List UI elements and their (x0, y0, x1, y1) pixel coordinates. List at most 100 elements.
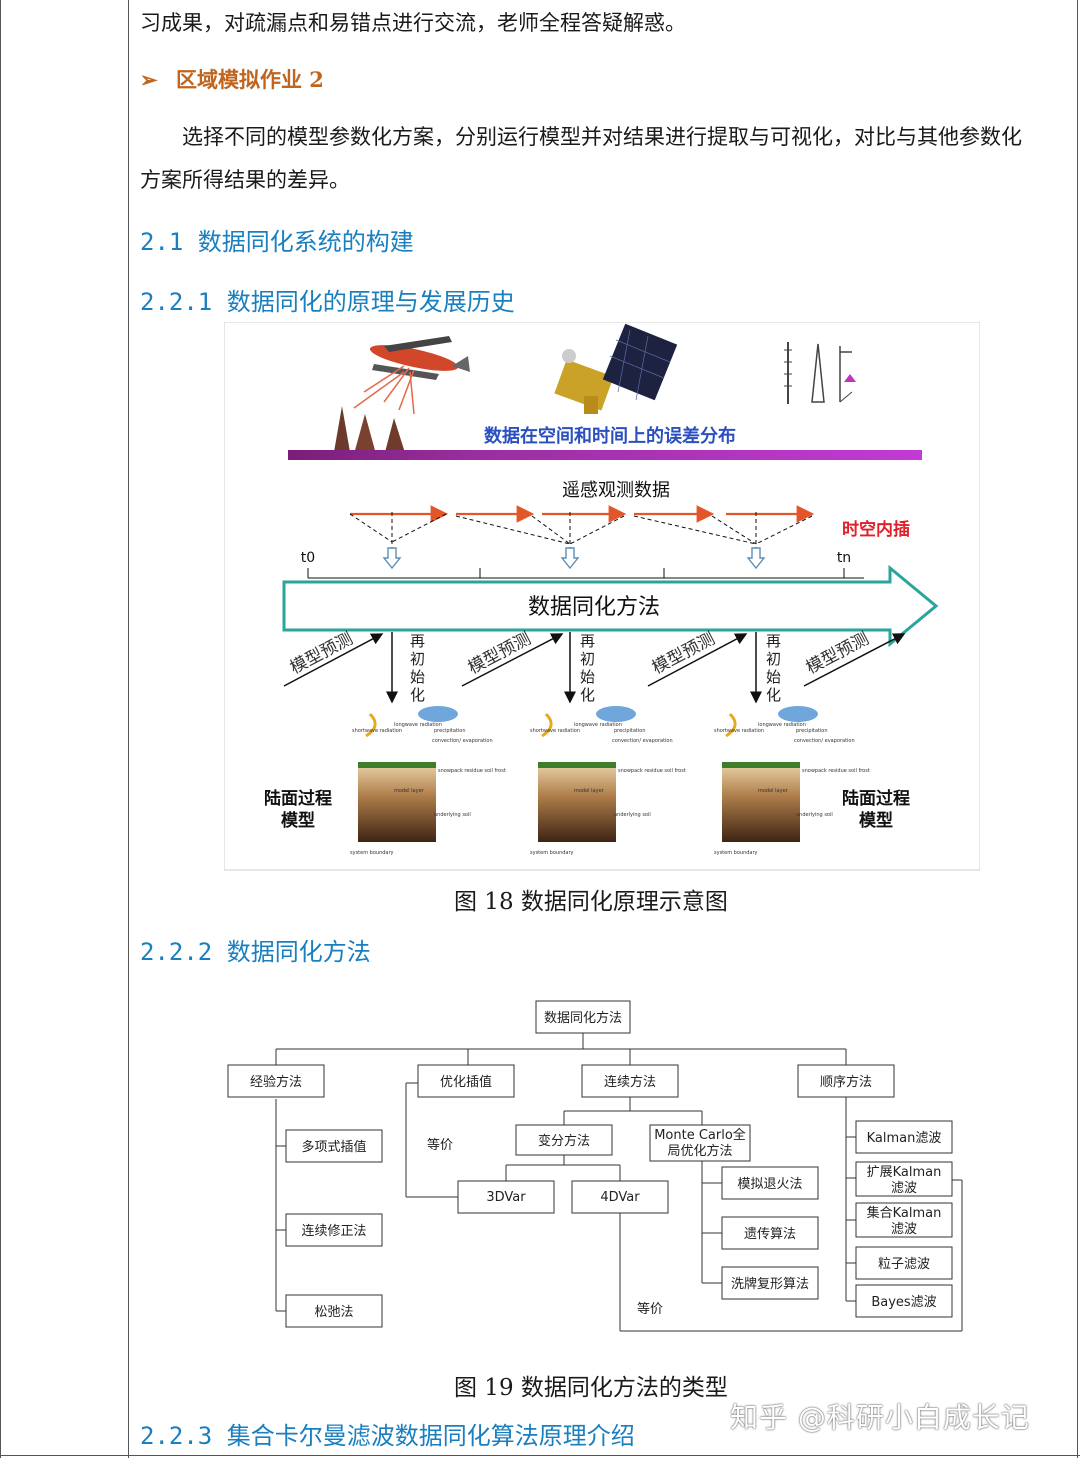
svg-text:初: 初 (766, 650, 781, 668)
svg-text:始: 始 (580, 668, 595, 686)
svg-text:longwave radiation: longwave radiation (574, 722, 622, 728)
label-relax: 松弛法 (314, 1305, 353, 1320)
svg-text:longwave radiation: longwave radiation (394, 722, 442, 728)
label-root: 数据同化方法 (544, 1010, 622, 1026)
error-distribution-label: 数据在空间和时间上的误差分布 (484, 425, 736, 447)
figure-19-diagram: 数据同化方法 经验方法 优化插值 连续方法 顺序方法 多项式插值 连续修正法 松… (227, 1000, 963, 1332)
label-ens-kalman-1: 集合Kalman (867, 1205, 942, 1221)
label-sequential: 顺序方法 (820, 1074, 872, 1090)
figure-19-caption: 图 19 数据同化方法的类型 (454, 1375, 728, 1401)
svg-text:化: 化 (766, 686, 781, 704)
label-shuffle: 洗牌复形算法 (731, 1276, 809, 1292)
box-empirical (227, 1064, 325, 1098)
svg-text:再: 再 (766, 632, 781, 650)
label-continuous: 连续方法 (604, 1074, 656, 1090)
box-opt-interp (417, 1064, 515, 1098)
box-root (535, 1000, 631, 1034)
label-empirical: 经验方法 (250, 1074, 302, 1090)
airplane-icon (353, 336, 470, 415)
predict-arrows (283, 633, 906, 687)
box-sequential (797, 1064, 895, 1098)
page-border-left (0, 0, 1, 1458)
svg-text:convection/ evaporation: convection/ evaporation (432, 738, 493, 744)
box-particle (855, 1246, 953, 1280)
label-4dvar: 4DVar (600, 1190, 640, 1205)
label-genetic: 遗传算法 (744, 1227, 796, 1242)
svg-text:precipitation: precipitation (614, 728, 646, 734)
method-arrow (282, 564, 939, 648)
page-border-right (1077, 0, 1078, 1458)
lsm-panel-2: shortwave radiation longwave radiation p… (530, 706, 686, 856)
box-ext-kalman (855, 1161, 953, 1197)
label-ens-kalman-2: 滤波 (891, 1222, 917, 1237)
label-anneal: 模拟退火法 (737, 1177, 802, 1192)
svg-text:始: 始 (766, 668, 781, 686)
svg-text:始: 始 (410, 668, 425, 686)
box-bayes (855, 1284, 953, 1318)
box-shuffle (721, 1266, 819, 1300)
label-poly: 多项式插值 (301, 1139, 366, 1155)
label-monte-carlo-2: 局优化方法 (667, 1143, 732, 1159)
box-poly (285, 1129, 383, 1163)
svg-text:snowpack residue soil frost: snowpack residue soil frost (618, 768, 686, 774)
box-genetic (721, 1216, 819, 1250)
label-3dvar: 3DVar (486, 1190, 526, 1205)
label-equiv-1: 等价 (427, 1137, 453, 1153)
label-particle: 粒子滤波 (878, 1257, 930, 1272)
lsm-label-right-1: 陆面过程 (842, 789, 910, 809)
svg-text:longwave radiation: longwave radiation (758, 722, 806, 728)
box-ens-kalman (855, 1202, 953, 1238)
label-ext-kalman-1: 扩展Kalman (867, 1165, 942, 1180)
label-correction: 连续修正法 (301, 1223, 366, 1239)
label-opt-interp: 优化插值 (440, 1074, 492, 1090)
lsm-label-right-2: 模型 (859, 810, 893, 831)
svg-text:snowpack residue soil frost: snowpack residue soil frost (438, 768, 506, 774)
svg-text:precipitation: precipitation (796, 728, 828, 734)
svg-text:precipitation: precipitation (434, 728, 466, 734)
lsm-panel-3: shortwave radiation longwave radiation p… (714, 706, 870, 856)
svg-text:underlying soil: underlying soil (614, 812, 651, 818)
figure-18-caption: 图 18 数据同化原理示意图 (454, 889, 728, 915)
heading-2-2-2: 2.2.2 数据同化方法 (140, 938, 371, 966)
page-border-inner (128, 0, 129, 1458)
svg-text:shortwave radiation: shortwave radiation (714, 728, 764, 734)
svg-text:underlying soil: underlying soil (796, 812, 833, 818)
svg-text:再: 再 (580, 632, 595, 650)
svg-text:初: 初 (410, 650, 425, 668)
bullet-title: 区域模拟作业 2 (176, 67, 324, 92)
svg-text:convection/ evaporation: convection/ evaporation (794, 738, 855, 744)
box-4dvar (571, 1180, 669, 1214)
svg-text:化: 化 (580, 686, 595, 704)
box-kalman (855, 1120, 953, 1154)
box-anneal (721, 1166, 819, 1200)
flux-tower-icon (784, 342, 856, 404)
label-equiv-2: 等价 (637, 1301, 663, 1317)
svg-text:初: 初 (580, 650, 595, 668)
page-border-bottom (0, 1455, 1080, 1456)
label-bayes: Bayes滤波 (871, 1295, 936, 1310)
svg-text:system boundary: system boundary (714, 850, 758, 856)
svg-text:化: 化 (410, 686, 425, 704)
t0-label: t0 (301, 550, 315, 566)
box-correction (285, 1213, 383, 1247)
tn-label: tn (837, 550, 851, 566)
svg-text:model layer: model layer (758, 788, 789, 794)
svg-text:再: 再 (410, 632, 425, 650)
interp-lines (349, 512, 813, 548)
label-kalman: Kalman滤波 (867, 1131, 942, 1146)
interp-label: 时空内插 (842, 519, 910, 540)
svg-text:model layer: model layer (574, 788, 605, 794)
paragraph-line-2: 方案所得结果的差异。 (140, 168, 350, 192)
bullet-heading: ➢区域模拟作业 2 (140, 64, 324, 94)
paragraph-line-1: 选择不同的模型参数化方案，分别运行模型并对结果进行提取与可视化，对比与其他参数化 (182, 125, 1022, 149)
lsm-label-left-2: 模型 (281, 810, 315, 831)
obs-label: 遥感观测数据 (562, 480, 670, 501)
down-arrow-icons (382, 547, 766, 570)
box-variational (515, 1124, 613, 1156)
label-ext-kalman-2: 滤波 (891, 1181, 917, 1196)
heading-2-2-3: 2.2.3 集合卡尔曼滤波数据同化算法原理介绍 (140, 1422, 635, 1450)
svg-text:underlying soil: underlying soil (434, 812, 471, 818)
svg-text:snowpack residue soil frost: snowpack residue soil frost (802, 768, 870, 774)
